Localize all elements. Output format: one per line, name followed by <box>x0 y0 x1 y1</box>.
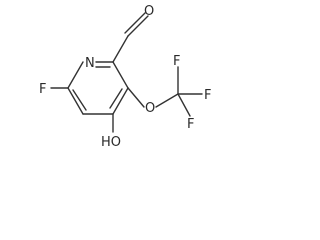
atom-f: F <box>39 82 46 97</box>
bond-double-c2-c3 <box>72 89 87 111</box>
atom-o-ether: O <box>145 101 155 116</box>
atom-n: N <box>85 56 95 71</box>
structure-diagram: N F O HO O F F F <box>39 4 211 150</box>
bond-c6-cho <box>112 35 129 63</box>
atom-f-right: F <box>204 88 211 103</box>
bond-n-c2 <box>67 61 84 89</box>
bond-cho-o-2 <box>124 12 146 34</box>
bond-c5-c6 <box>112 61 129 89</box>
bond-c4-c5 <box>112 87 129 115</box>
atom-f-top: F <box>173 54 180 69</box>
bond-o-cf3 <box>155 93 179 108</box>
bond-c5-o <box>127 87 145 108</box>
bond-cf3-f-bottom <box>177 93 191 117</box>
structure-svg: N F O HO O F F F <box>39 4 211 150</box>
bond-double-c4-c5 <box>109 88 123 109</box>
bond-cho-o-1 <box>127 15 149 37</box>
atom-o-aldehyde: O <box>144 4 154 19</box>
bond-c2-c3 <box>67 87 84 115</box>
atom-oh: HO <box>101 135 121 150</box>
pyridine-ring <box>67 61 129 115</box>
atom-f-bottom: F <box>187 117 194 132</box>
